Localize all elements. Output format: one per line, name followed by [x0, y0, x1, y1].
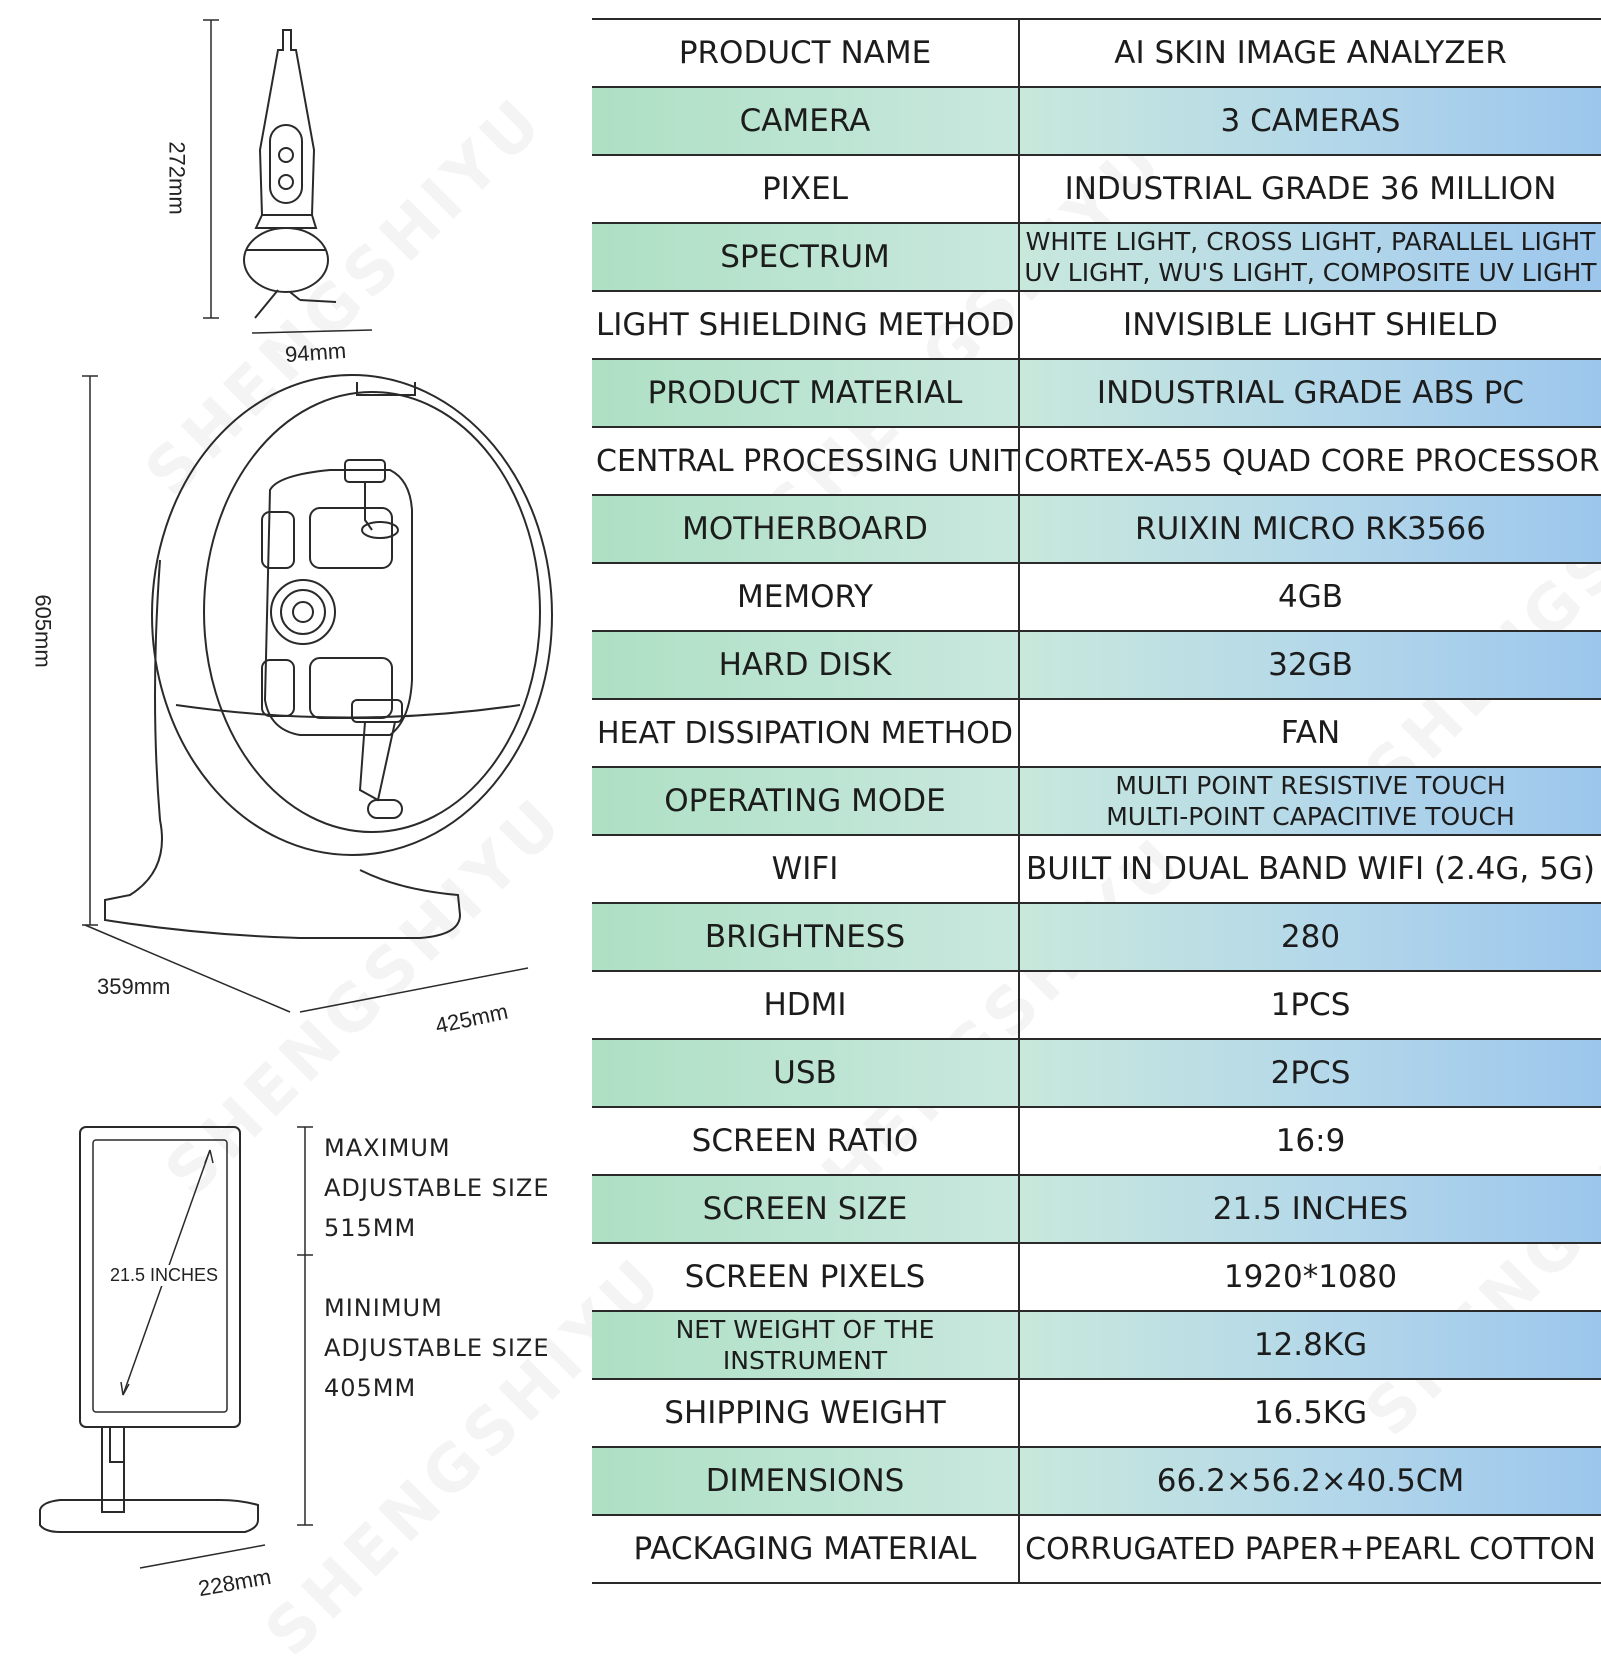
spec-row-light-shielding: LIGHT SHIELDING METHOD INVISIBLE LIGHT S…: [592, 290, 1601, 360]
spec-row-dimensions: DIMENSIONS 66.2×56.2×40.5CM: [592, 1446, 1601, 1516]
spec-label: PRODUCT NAME: [592, 18, 1020, 88]
spec-value: 4GB: [1019, 562, 1601, 632]
spec-table: PRODUCT NAME AI SKIN IMAGE ANALYZER CAME…: [592, 18, 1601, 1584]
handpiece-height-label: 272mm: [164, 141, 190, 215]
spec-value: MULTI POINT RESISTIVE TOUCH MULTI-POINT …: [1019, 766, 1601, 836]
spec-value: 12.8KG: [1019, 1310, 1601, 1380]
screen-diagonal-label: 21.5 INCHES: [108, 1265, 221, 1286]
spec-label-line2: INSTRUMENT: [722, 1346, 888, 1375]
spec-label: BRIGHTNESS: [592, 902, 1020, 972]
spec-value: INDUSTRIAL GRADE ABS PC: [1019, 358, 1601, 428]
spec-row-packaging: PACKAGING MATERIAL CORRUGATED PAPER+PEAR…: [592, 1514, 1601, 1584]
spec-label: SCREEN PIXELS: [592, 1242, 1020, 1312]
spec-label: OPERATING MODE: [592, 766, 1020, 836]
spec-row-operating-mode: OPERATING MODE MULTI POINT RESISTIVE TOU…: [592, 766, 1601, 836]
spec-value-line1: MULTI POINT RESISTIVE TOUCH: [1115, 771, 1506, 800]
max-value: 515MM: [324, 1214, 417, 1242]
handpiece-width-label: 94mm: [284, 337, 347, 368]
spec-value: 2PCS: [1019, 1038, 1601, 1108]
spec-row-brightness: BRIGHTNESS 280: [592, 902, 1601, 972]
spec-label: HARD DISK: [592, 630, 1020, 700]
spec-label: SCREEN RATIO: [592, 1106, 1020, 1176]
spec-row-hard-disk: HARD DISK 32GB: [592, 630, 1601, 700]
spec-label: MOTHERBOARD: [592, 494, 1020, 564]
min-adjustable-size: MINIMUM ADJUSTABLE SIZE 405MM: [324, 1288, 550, 1408]
spec-row-wifi: WIFI BUILT IN DUAL BAND WIFI (2.4G, 5G): [592, 834, 1601, 904]
spec-label: HDMI: [592, 970, 1020, 1040]
spec-value: INVISIBLE LIGHT SHIELD: [1019, 290, 1601, 360]
spec-value: 16:9: [1019, 1106, 1601, 1176]
spec-value: 66.2×56.2×40.5CM: [1019, 1446, 1601, 1516]
spec-value: 32GB: [1019, 630, 1601, 700]
min-value: 405MM: [324, 1374, 417, 1402]
screen-stand-drawing: [39, 1126, 313, 1569]
spec-label: DIMENSIONS: [592, 1446, 1020, 1516]
spec-label: USB: [592, 1038, 1020, 1108]
spec-row-cpu: CENTRAL PROCESSING UNIT CORTEX-A55 QUAD …: [592, 426, 1601, 496]
spec-value: CORRUGATED PAPER+PEARL COTTON: [1019, 1514, 1601, 1584]
max-label-line2: ADJUSTABLE SIZE: [324, 1174, 550, 1202]
spec-value: CORTEX-A55 QUAD CORE PROCESSOR: [1019, 426, 1601, 496]
spec-row-hdmi: HDMI 1PCS: [592, 970, 1601, 1040]
spec-row-spectrum: SPECTRUM WHITE LIGHT, CROSS LIGHT, PARAL…: [592, 222, 1601, 292]
spec-value: 3 CAMERAS: [1019, 86, 1601, 156]
spec-row-net-weight: NET WEIGHT OF THE INSTRUMENT 12.8KG: [592, 1310, 1601, 1380]
spec-label: HEAT DISSIPATION METHOD: [592, 698, 1020, 768]
min-label-line2: ADJUSTABLE SIZE: [324, 1334, 550, 1362]
spec-row-screen-pixels: SCREEN PIXELS 1920*1080: [592, 1242, 1601, 1312]
spec-value: FAN: [1019, 698, 1601, 768]
spec-label: PIXEL: [592, 154, 1020, 224]
spec-label: SHIPPING WEIGHT: [592, 1378, 1020, 1448]
spec-label: CENTRAL PROCESSING UNIT: [592, 426, 1020, 496]
spec-value: 16.5KG: [1019, 1378, 1601, 1448]
device-height-label: 605mm: [30, 594, 56, 668]
spec-row-usb: USB 2PCS: [592, 1038, 1601, 1108]
spec-row-product-name: PRODUCT NAME AI SKIN IMAGE ANALYZER: [592, 18, 1601, 88]
spec-row-heat-dissipation: HEAT DISSIPATION METHOD FAN: [592, 698, 1601, 768]
device-depth-label: 359mm: [97, 974, 171, 999]
max-adjustable-size: MAXIMUM ADJUSTABLE SIZE 515MM: [324, 1128, 550, 1248]
spec-label: WIFI: [592, 834, 1020, 904]
spec-row-motherboard: MOTHERBOARD RUIXIN MICRO RK3566: [592, 494, 1601, 564]
spec-value-line1: WHITE LIGHT, CROSS LIGHT, PARALLEL LIGHT: [1025, 227, 1596, 256]
spec-value: 280: [1019, 902, 1601, 972]
spec-label: CAMERA: [592, 86, 1020, 156]
spec-label: SCREEN SIZE: [592, 1174, 1020, 1244]
handpiece-drawing: [203, 19, 373, 334]
spec-row-pixel: PIXEL INDUSTRIAL GRADE 36 MILLION: [592, 154, 1601, 224]
spec-value: BUILT IN DUAL BAND WIFI (2.4G, 5G): [1019, 834, 1601, 904]
spec-row-shipping-weight: SHIPPING WEIGHT 16.5KG: [592, 1378, 1601, 1448]
spec-value: INDUSTRIAL GRADE 36 MILLION: [1019, 154, 1601, 224]
min-label-line1: MINIMUM: [324, 1294, 443, 1322]
spec-label: NET WEIGHT OF THE INSTRUMENT: [592, 1310, 1020, 1380]
spec-value: 1920*1080: [1019, 1242, 1601, 1312]
spec-row-memory: MEMORY 4GB: [592, 562, 1601, 632]
spec-label: MEMORY: [592, 562, 1020, 632]
spec-label-line1: NET WEIGHT OF THE: [675, 1315, 935, 1344]
spec-value: 21.5 INCHES: [1019, 1174, 1601, 1244]
spec-value: RUIXIN MICRO RK3566: [1019, 494, 1601, 564]
spec-label: LIGHT SHIELDING METHOD: [592, 290, 1020, 360]
spec-label: PACKAGING MATERIAL: [592, 1514, 1020, 1584]
spec-label: SPECTRUM: [592, 222, 1020, 292]
spec-row-screen-size: SCREEN SIZE 21.5 INCHES: [592, 1174, 1601, 1244]
spec-row-camera: CAMERA 3 CAMERAS: [592, 86, 1601, 156]
spec-label: PRODUCT MATERIAL: [592, 358, 1020, 428]
spec-row-screen-ratio: SCREEN RATIO 16:9: [592, 1106, 1601, 1176]
spec-value: AI SKIN IMAGE ANALYZER: [1019, 18, 1601, 88]
spec-value: WHITE LIGHT, CROSS LIGHT, PARALLEL LIGHT…: [1019, 222, 1601, 292]
spec-row-material: PRODUCT MATERIAL INDUSTRIAL GRADE ABS PC: [592, 358, 1601, 428]
spec-value-line2: UV LIGHT, WU'S LIGHT, COMPOSITE UV LIGHT: [1024, 258, 1597, 287]
max-label-line1: MAXIMUM: [324, 1134, 451, 1162]
spec-value: 1PCS: [1019, 970, 1601, 1040]
spec-value-line2: MULTI-POINT CAPACITIVE TOUCH: [1106, 802, 1515, 831]
analyzer-drawing: [82, 374, 553, 1013]
